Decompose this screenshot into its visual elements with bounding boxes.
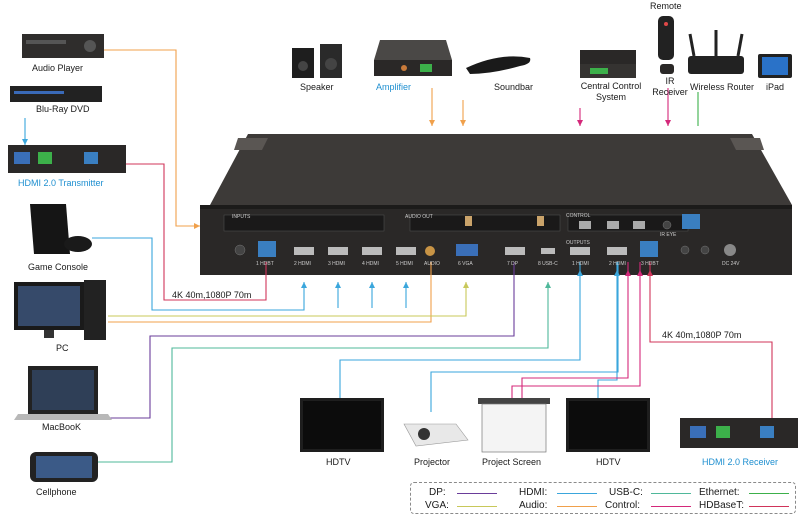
- matrix-switcher: [200, 134, 792, 275]
- port-label: 1 HDBT: [256, 261, 274, 267]
- port-label: 5 HDMI: [396, 261, 413, 267]
- hdmi-port-4: [362, 247, 382, 255]
- legend-dp-line: [457, 493, 497, 494]
- legend-dp: DP:: [429, 487, 446, 498]
- projector-screen: [478, 398, 550, 453]
- projector-label: Projector: [414, 457, 451, 467]
- distance-note-right: 4K 40m,1080P 70m: [662, 330, 742, 340]
- panel-audio-out-label: AUDIO OUT: [405, 214, 433, 220]
- remote-label: Remote: [650, 1, 682, 11]
- port-label: 1 HDMI: [572, 261, 589, 267]
- port-label: 6 VGA: [458, 261, 473, 267]
- hdmi-transmitter-label: HDMI 2.0 Transmitter: [18, 178, 104, 188]
- panel-ir-eye-label: IR EYE: [660, 232, 677, 238]
- hdtv-left: [300, 398, 384, 452]
- soundbar-label: Soundbar: [494, 82, 534, 92]
- speakers: [292, 44, 342, 78]
- projector-screen-label: Project Screen: [482, 457, 542, 467]
- port-label: 7 DP: [507, 261, 519, 267]
- game-console: [30, 204, 92, 254]
- central-control-system: [580, 50, 636, 78]
- game-console-label: Game Console: [28, 262, 89, 272]
- amplifier-label: Amplifier: [376, 82, 412, 92]
- port-label: 4 HDMI: [362, 261, 379, 267]
- port-label: 2 HDMI: [609, 261, 626, 267]
- vga-port: [456, 244, 478, 256]
- distance-note-left: 4K 40m,1080P 70m: [172, 290, 252, 300]
- port-label: 8 USB-C: [538, 261, 558, 267]
- hdmi-port-5: [396, 247, 416, 255]
- amplifier: [374, 40, 452, 76]
- hdbt-output-port: [640, 241, 658, 257]
- soundbar: [466, 56, 531, 74]
- legend-vga: VGA:: [425, 500, 449, 511]
- macbook-label: MacBooK: [42, 422, 82, 432]
- legend-hdmi: HDMI:: [519, 487, 548, 498]
- wireless-router: [688, 30, 744, 74]
- cellphone: [30, 452, 98, 482]
- speaker-label: Speaker: [300, 82, 334, 92]
- legend-control-line: [651, 506, 691, 507]
- hdmi-output-1: [570, 247, 590, 255]
- cables: [24, 49, 773, 463]
- legend-ethernet-line: [749, 493, 789, 494]
- ethernet-port: [682, 214, 700, 229]
- bluray-player: [10, 86, 102, 102]
- legend-usbc-line: [651, 493, 691, 494]
- audio-player: [22, 34, 104, 58]
- port-label: 2 HDMI: [294, 261, 311, 267]
- panel-control-label: CONTROL: [566, 213, 591, 219]
- hdtv-right-label: HDTV: [596, 457, 621, 467]
- hdmi-receiver-label: HDMI 2.0 Receiver: [702, 457, 779, 467]
- legend-audio: Audio:: [519, 500, 548, 511]
- central-control-label: Central Control System: [580, 81, 642, 102]
- ipad-label: iPad: [766, 82, 785, 92]
- cellphone-label: Cellphone: [36, 487, 77, 497]
- usbc-port: [541, 248, 555, 254]
- bluray-label: Blu-Ray DVD: [36, 104, 90, 114]
- legend-hdbaset-line: [749, 506, 789, 507]
- legend-vga-line: [457, 506, 497, 507]
- hdmi-port-3: [328, 247, 348, 255]
- port-label: 3 HDBT: [641, 261, 659, 267]
- port-label: 3 HDMI: [328, 261, 345, 267]
- wireless-router-label: Wireless Router: [690, 82, 755, 92]
- ir-receiver-label: IR Receiver: [652, 76, 688, 97]
- remote-and-ir-receiver: [658, 16, 674, 74]
- legend-hdbaset: HDBaseT:: [699, 500, 745, 511]
- legend-ethernet: Ethernet:: [699, 487, 740, 498]
- cable-arrows: [22, 120, 671, 288]
- port-label: DC 24V: [722, 261, 740, 267]
- legend-audio-line: [557, 506, 597, 507]
- cable-legend: DP: VGA: HDMI: Audio: USB-C: Control: Et…: [410, 482, 796, 514]
- macbook: [14, 366, 112, 420]
- ipad: [758, 54, 792, 78]
- dp-port: [505, 247, 525, 255]
- legend-usbc: USB-C:: [609, 487, 643, 498]
- hdmi-transmitter: [8, 145, 126, 173]
- audio-port: [425, 246, 435, 256]
- legend-control: Control:: [605, 500, 641, 511]
- hdtv-left-label: HDTV: [326, 457, 351, 467]
- legend-hdmi-line: [557, 493, 597, 494]
- power-port: [724, 244, 736, 256]
- audio-player-label: Audio Player: [32, 63, 84, 73]
- panel-outputs-label: OUTPUTS: [566, 240, 590, 246]
- pc-label: PC: [56, 343, 69, 353]
- hdmi-output-2: [607, 247, 627, 255]
- hdmi-receiver: [680, 418, 798, 448]
- hdtv-right: [566, 398, 650, 452]
- panel-inputs-label: INPUTS: [232, 214, 251, 220]
- projector: [403, 423, 469, 447]
- pc: [14, 280, 106, 340]
- hdbt-input-port: [258, 241, 276, 257]
- hdmi-port-2: [294, 247, 314, 255]
- port-label: AUDIO: [424, 261, 440, 267]
